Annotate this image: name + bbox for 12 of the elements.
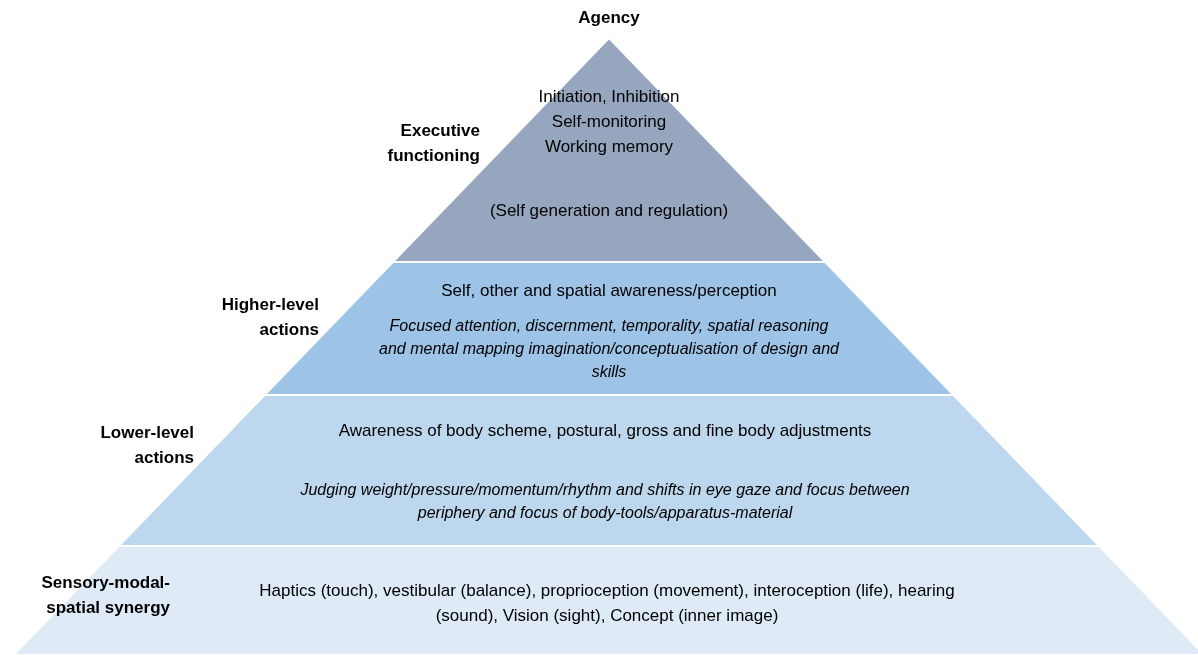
tier-text: (Self generation and regulation) [488,200,730,222]
tier-text: Awareness of body scheme, postural, gross and fine body adjustments [337,420,873,442]
tier-heading: Lower-level actions [99,422,194,469]
tier-text: Haptics (touch), vestibular (balance), proprioception (movement), interoception (life), hearing (sound), Vision (sight), Concept (inner image) [258,580,956,627]
tier-note: Focused attention, discernment, temporality, spatial reasoning and mental mapping imagination/conceptualisation of design and skills [378,316,841,382]
tier-heading: Sensory-modal-spatial synergy [40,572,170,619]
tier-note: Judging weight/pressure/momentum/rhythm and shifts in eye gaze and focus between periphery and focus of body-tools/apparatus-material [299,480,911,523]
tier-heading: Higher-level actions [220,294,319,341]
tier-text: Initiation, Inhibition Self-monitoring Working memory [537,86,681,158]
tier-heading: Executive functioning [386,120,480,167]
tier-text: Self, other and spatial awareness/perception [440,280,778,302]
title-text: Agency [577,8,641,28]
